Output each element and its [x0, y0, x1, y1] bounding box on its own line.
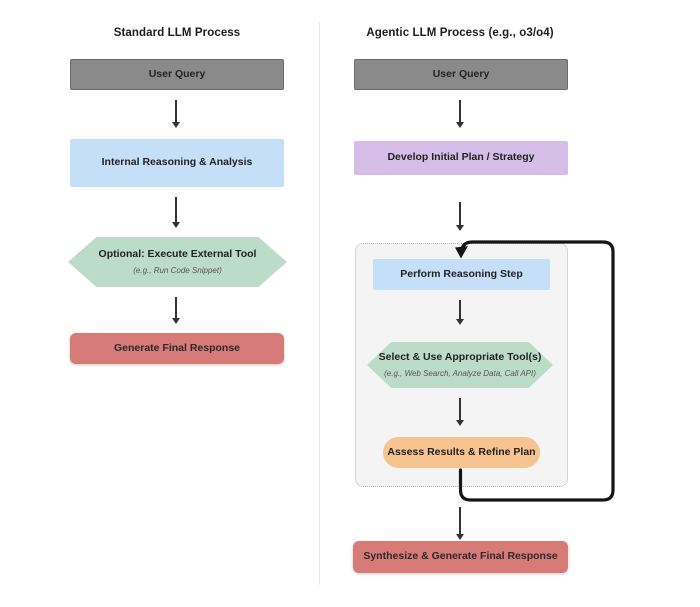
column-divider [319, 22, 320, 585]
node-label: Perform Reasoning Step [400, 267, 523, 280]
node-label: Optional: Execute External Tool [98, 248, 257, 261]
node-label: User Query [432, 67, 490, 80]
arrow-down-icon [172, 297, 180, 324]
node-generate-final-response: Generate Final Response [70, 333, 284, 364]
node-user-query-right: User Query [354, 59, 568, 90]
node-assess-results: Assess Results & Refine Plan [383, 437, 540, 468]
right-column-title: Agentic LLM Process (e.g., o3/o4) [366, 27, 554, 39]
node-label: Internal Reasoning & Analysis [101, 156, 253, 169]
node-label: Synthesize & Generate Final Response [363, 550, 558, 563]
arrow-down-icon [456, 202, 464, 231]
node-sublabel: (e.g., Web Search, Analyze Data, Call AP… [384, 368, 536, 378]
node-label: Develop Initial Plan / Strategy [387, 151, 535, 164]
node-synthesize-final-response: Synthesize & Generate Final Response [353, 541, 568, 573]
node-user-query-left: User Query [70, 59, 284, 90]
node-label: Assess Results & Refine Plan [387, 445, 536, 458]
node-perform-reasoning-step: Perform Reasoning Step [373, 259, 550, 290]
node-select-use-tools: Select & Use Appropriate Tool(s) (e.g., … [367, 342, 553, 388]
node-label: Generate Final Response [113, 341, 241, 354]
arrow-down-icon [172, 197, 180, 228]
node-sublabel: (e.g., Run Code Snippet) [133, 265, 222, 275]
node-internal-reasoning: Internal Reasoning & Analysis [70, 139, 284, 187]
node-label: User Query [148, 67, 206, 80]
arrow-down-icon [456, 507, 464, 540]
arrow-down-icon [456, 100, 464, 128]
node-develop-plan: Develop Initial Plan / Strategy [354, 141, 568, 175]
arrow-down-icon [456, 398, 464, 426]
arrow-down-icon [172, 100, 180, 128]
node-label: Select & Use Appropriate Tool(s) [378, 351, 542, 364]
node-execute-external-tool: Optional: Execute External Tool (e.g., R… [68, 237, 287, 287]
left-column-title: Standard LLM Process [113, 27, 241, 39]
arrow-down-icon [456, 300, 464, 325]
